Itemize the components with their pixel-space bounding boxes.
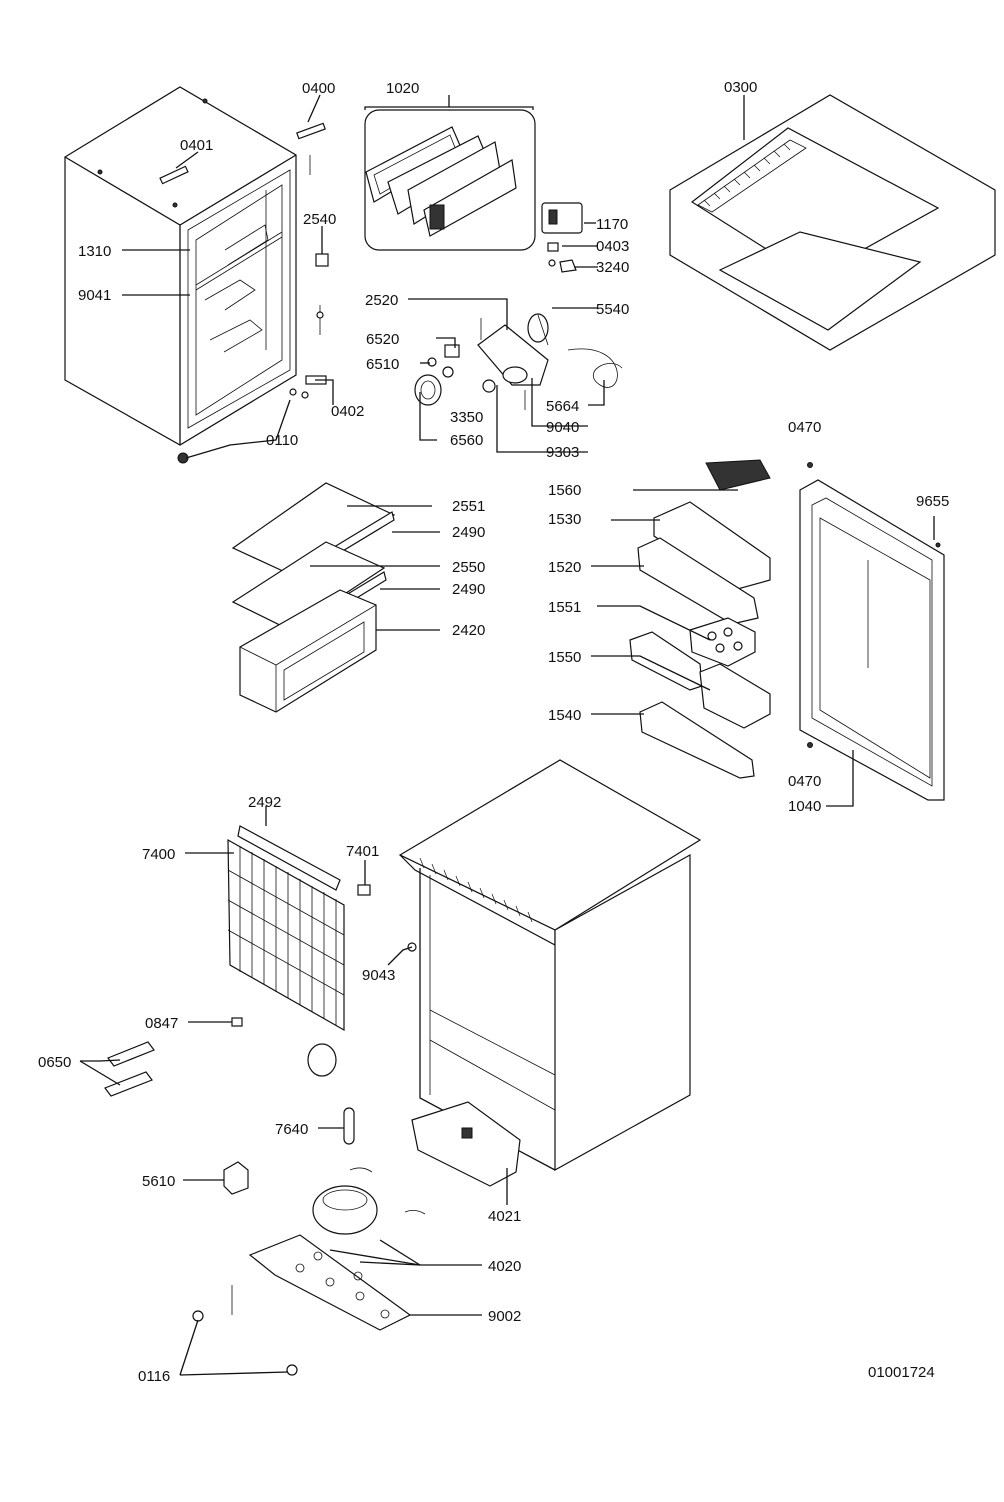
label-1020: 1020 [386, 80, 419, 97]
label-2520: 2520 [365, 292, 398, 309]
label-9303: 9303 [546, 444, 579, 461]
label-6510: 6510 [366, 356, 399, 373]
label-1040: 1040 [788, 798, 821, 815]
label-0400: 0400 [302, 80, 335, 97]
cabinet-body [64, 86, 329, 464]
label-5540: 5540 [596, 301, 629, 318]
label-1551: 1551 [548, 599, 581, 616]
label-2492: 2492 [248, 794, 281, 811]
leader-lines [79, 94, 935, 1376]
label-3240: 3240 [596, 259, 629, 276]
control-group [414, 202, 623, 410]
shelves-and-crisper [231, 482, 396, 713]
label-0116: 0116 [138, 1368, 170, 1385]
label-7400: 7400 [142, 846, 175, 863]
label-1310: 1310 [78, 243, 111, 260]
label-2490-b: 2490 [452, 581, 485, 598]
callout-labels: 0400 1020 0300 0401 2540 1310 9041 1170 … [38, 79, 949, 1385]
label-9043: 9043 [362, 967, 395, 984]
label-0470-bottom: 0470 [788, 773, 821, 790]
label-7401: 7401 [346, 843, 379, 860]
label-1560: 1560 [548, 482, 581, 499]
condenser [104, 825, 417, 1195]
label-1550: 1550 [548, 649, 581, 666]
label-2550: 2550 [452, 559, 485, 576]
lower-cabinet [398, 759, 702, 1187]
label-2540: 2540 [303, 211, 336, 228]
label-0650: 0650 [38, 1054, 71, 1071]
top-cover-group [669, 94, 996, 351]
compressor-and-base [192, 1167, 426, 1376]
label-5664: 5664 [546, 398, 579, 415]
label-3350: 3350 [450, 409, 483, 426]
label-2420: 2420 [452, 622, 485, 639]
label-2551: 2551 [452, 498, 485, 515]
label-5610: 5610 [142, 1173, 175, 1190]
label-0847: 0847 [145, 1015, 178, 1032]
label-1170: 1170 [596, 216, 628, 233]
door-bins [629, 459, 771, 779]
label-9655: 9655 [916, 493, 949, 510]
drawing-number: 01001724 [868, 1364, 935, 1381]
refrigerator-door [799, 462, 945, 801]
label-4021: 4021 [488, 1208, 521, 1225]
freezer-door-group [364, 109, 536, 251]
label-1520: 1520 [548, 559, 581, 576]
label-0300: 0300 [724, 79, 757, 96]
label-0110: 0110 [266, 432, 298, 449]
label-9040: 9040 [546, 419, 579, 436]
label-6520: 6520 [366, 331, 399, 348]
label-9041: 9041 [78, 287, 111, 304]
label-9002: 9002 [488, 1308, 521, 1325]
label-0470-top: 0470 [788, 419, 821, 436]
label-0402: 0402 [331, 403, 364, 420]
label-1530: 1530 [548, 511, 581, 528]
label-0401: 0401 [180, 137, 213, 154]
label-1540: 1540 [548, 707, 581, 724]
label-2490-a: 2490 [452, 524, 485, 541]
label-4020: 4020 [488, 1258, 521, 1275]
label-0403: 0403 [596, 238, 629, 255]
label-7640: 7640 [275, 1121, 308, 1138]
label-6560: 6560 [450, 432, 483, 449]
